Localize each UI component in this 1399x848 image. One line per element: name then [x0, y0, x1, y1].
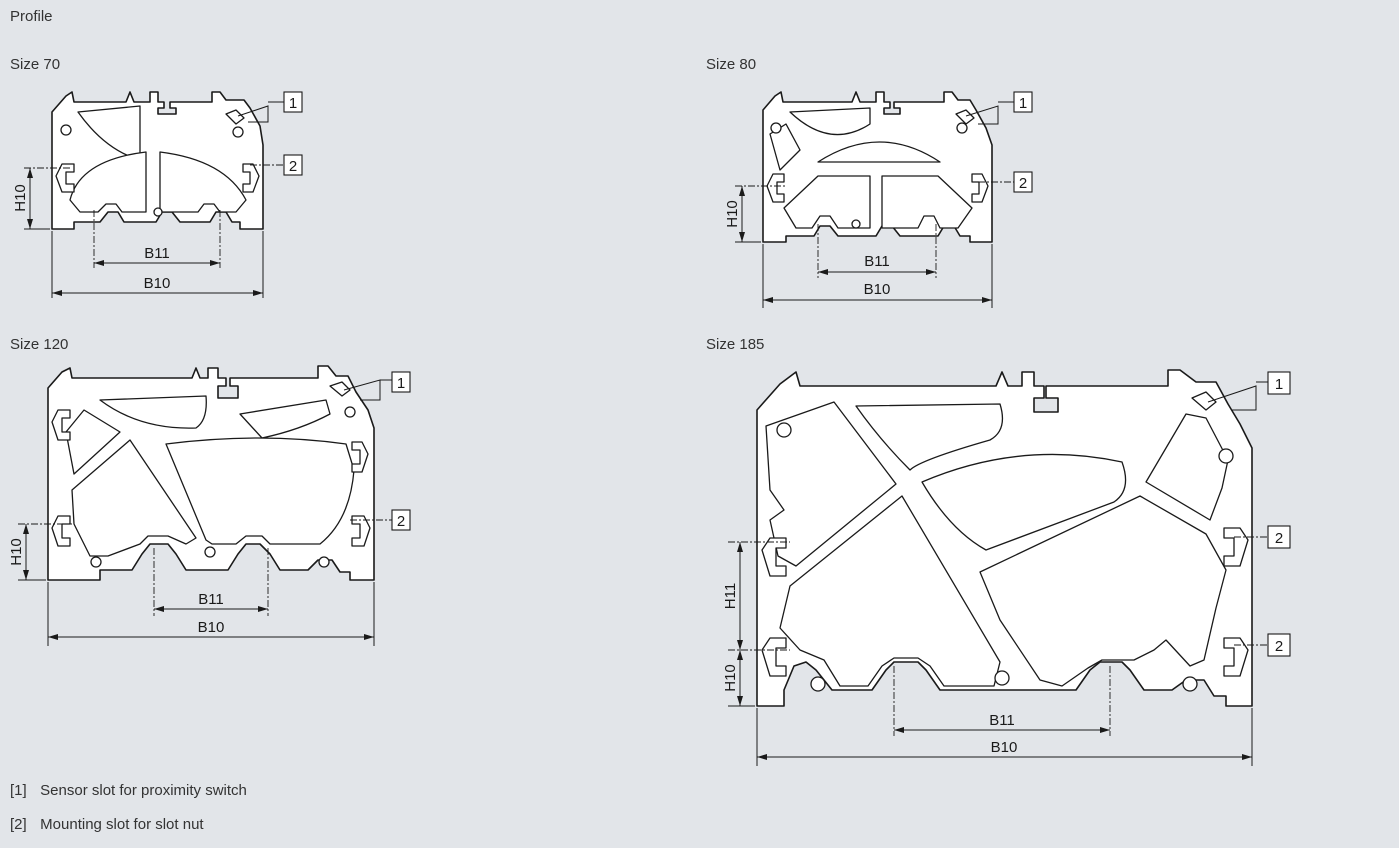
size-185-cavity [855, 403, 1004, 471]
size-80-slot [766, 173, 785, 203]
size-185-bore [1218, 448, 1234, 464]
size-185-slot [1223, 527, 1249, 567]
size-185-callout-2a-text: 2 [1275, 530, 1283, 547]
size-80-label: Size 80 [706, 56, 757, 73]
size-185-cavity [921, 453, 1127, 551]
size-120-slot [51, 409, 71, 441]
size-80-bore [956, 122, 968, 134]
section-title: Profile [10, 8, 53, 25]
size-70-dim-b10: B10 [144, 275, 171, 292]
size-70-cavity [69, 151, 147, 213]
legend-item-1-text: Sensor slot for proximity switch [40, 782, 247, 799]
size-185-bore [994, 670, 1010, 686]
size-120-callout-2-text: 2 [397, 513, 405, 530]
size-185-dim-b10: B10 [991, 739, 1018, 756]
size-120-dim-b10: B10 [198, 619, 225, 636]
size-120-cavity [65, 409, 121, 475]
size-120-slot [51, 515, 71, 547]
size-185-callout-2a [1267, 525, 1291, 549]
size-80-bore [851, 219, 861, 229]
size-70-callout-1 [283, 91, 303, 113]
size-120-drawing: B10 B11 H10 1 2 [8, 365, 411, 646]
size-120-sensor-slot [329, 381, 351, 397]
size-120-dim-h10: H10 [8, 538, 25, 566]
size-185-cavity [1145, 413, 1229, 521]
size-70-callout-2 [283, 154, 303, 176]
size-185-dim-b11: B11 [989, 712, 1015, 729]
size-120-bore [318, 556, 330, 568]
size-80-cavity [881, 175, 973, 229]
size-185-cavity [779, 495, 1001, 687]
size-185-bore [1182, 676, 1198, 692]
size-70-label: Size 70 [10, 56, 61, 73]
size-70-slot [55, 163, 75, 193]
legend-item-1-num: [1] [10, 782, 27, 799]
size-80-dim-b11: B11 [864, 253, 890, 270]
size-120-cavity [71, 439, 197, 557]
size-185-callout-1 [1267, 371, 1291, 395]
size-80-callout-2-text: 2 [1019, 175, 1027, 192]
size-120-dim-b11: B11 [198, 591, 224, 608]
size-185-slot [1223, 637, 1249, 677]
size-70-drawing: B10 B11 H10 1 2 [12, 91, 303, 298]
size-80-callout-2 [1013, 171, 1033, 193]
size-80-slot [971, 173, 989, 203]
size-120-bore [204, 546, 216, 558]
size-80-callout-1 [1013, 91, 1033, 113]
size-80-callout-1-text: 1 [1019, 95, 1027, 112]
legend-item-2-text: Mounting slot for slot nut [40, 816, 204, 833]
size-120-bore [90, 556, 102, 568]
size-70-slot [242, 163, 260, 193]
size-70-dim-b11: B11 [144, 245, 170, 262]
size-80-dim-h10: H10 [724, 200, 741, 228]
size-70-cavity [159, 151, 247, 213]
size-80-sensor-slot [955, 109, 975, 125]
size-185-callout-2b [1267, 633, 1291, 657]
size-185-callout-1-text: 1 [1275, 376, 1283, 393]
size-120-callout-1 [391, 371, 411, 393]
size-80-cavity [789, 107, 871, 136]
size-120-slot [351, 515, 371, 547]
size-120-callout-1-text: 1 [397, 375, 405, 392]
size-70-dim-h10: H10 [12, 184, 29, 212]
size-185-label: Size 185 [706, 336, 765, 353]
size-185-slot [761, 537, 787, 577]
legend-item-2: [2] Mounting slot for slot nut [10, 816, 204, 833]
size-185-bore [810, 676, 826, 692]
legend-item-2-num: [2] [10, 816, 27, 833]
size-70-bore [153, 207, 163, 217]
legend-item-1: [1] Sensor slot for proximity switch [10, 782, 247, 799]
size-80-cavity [817, 141, 941, 163]
size-70-sensor-slot [225, 109, 245, 125]
size-120-cavity [239, 399, 331, 439]
size-70-callout-1-text: 1 [289, 95, 297, 112]
size-120-label: Size 120 [10, 336, 69, 353]
size-185-drawing: B10 B11 H10 H11 1 2 2 [722, 369, 1291, 766]
size-120-cavity [99, 395, 207, 429]
size-185-callout-2b-text: 2 [1275, 638, 1283, 655]
size-70-callout-2-text: 2 [289, 158, 297, 175]
size-70-bore [232, 126, 244, 138]
size-120-slot [351, 441, 369, 473]
size-120-bore [344, 406, 356, 418]
size-185-dim-h11: H11 [722, 583, 739, 609]
size-185-cavity [979, 495, 1227, 687]
size-80-drawing: B10 B11 H10 1 2 [724, 91, 1033, 308]
size-185-bore [776, 422, 792, 438]
size-185-slot [761, 637, 787, 677]
size-70-bore [60, 124, 72, 136]
size-185-cavity [765, 401, 897, 567]
size-80-dim-b10: B10 [864, 281, 891, 298]
size-185-dim-h10: H10 [722, 664, 739, 692]
size-80-bore [770, 122, 782, 134]
size-185-sensor-slot [1191, 391, 1217, 411]
size-80-cavity [783, 175, 871, 229]
size-120-callout-2 [391, 509, 411, 531]
